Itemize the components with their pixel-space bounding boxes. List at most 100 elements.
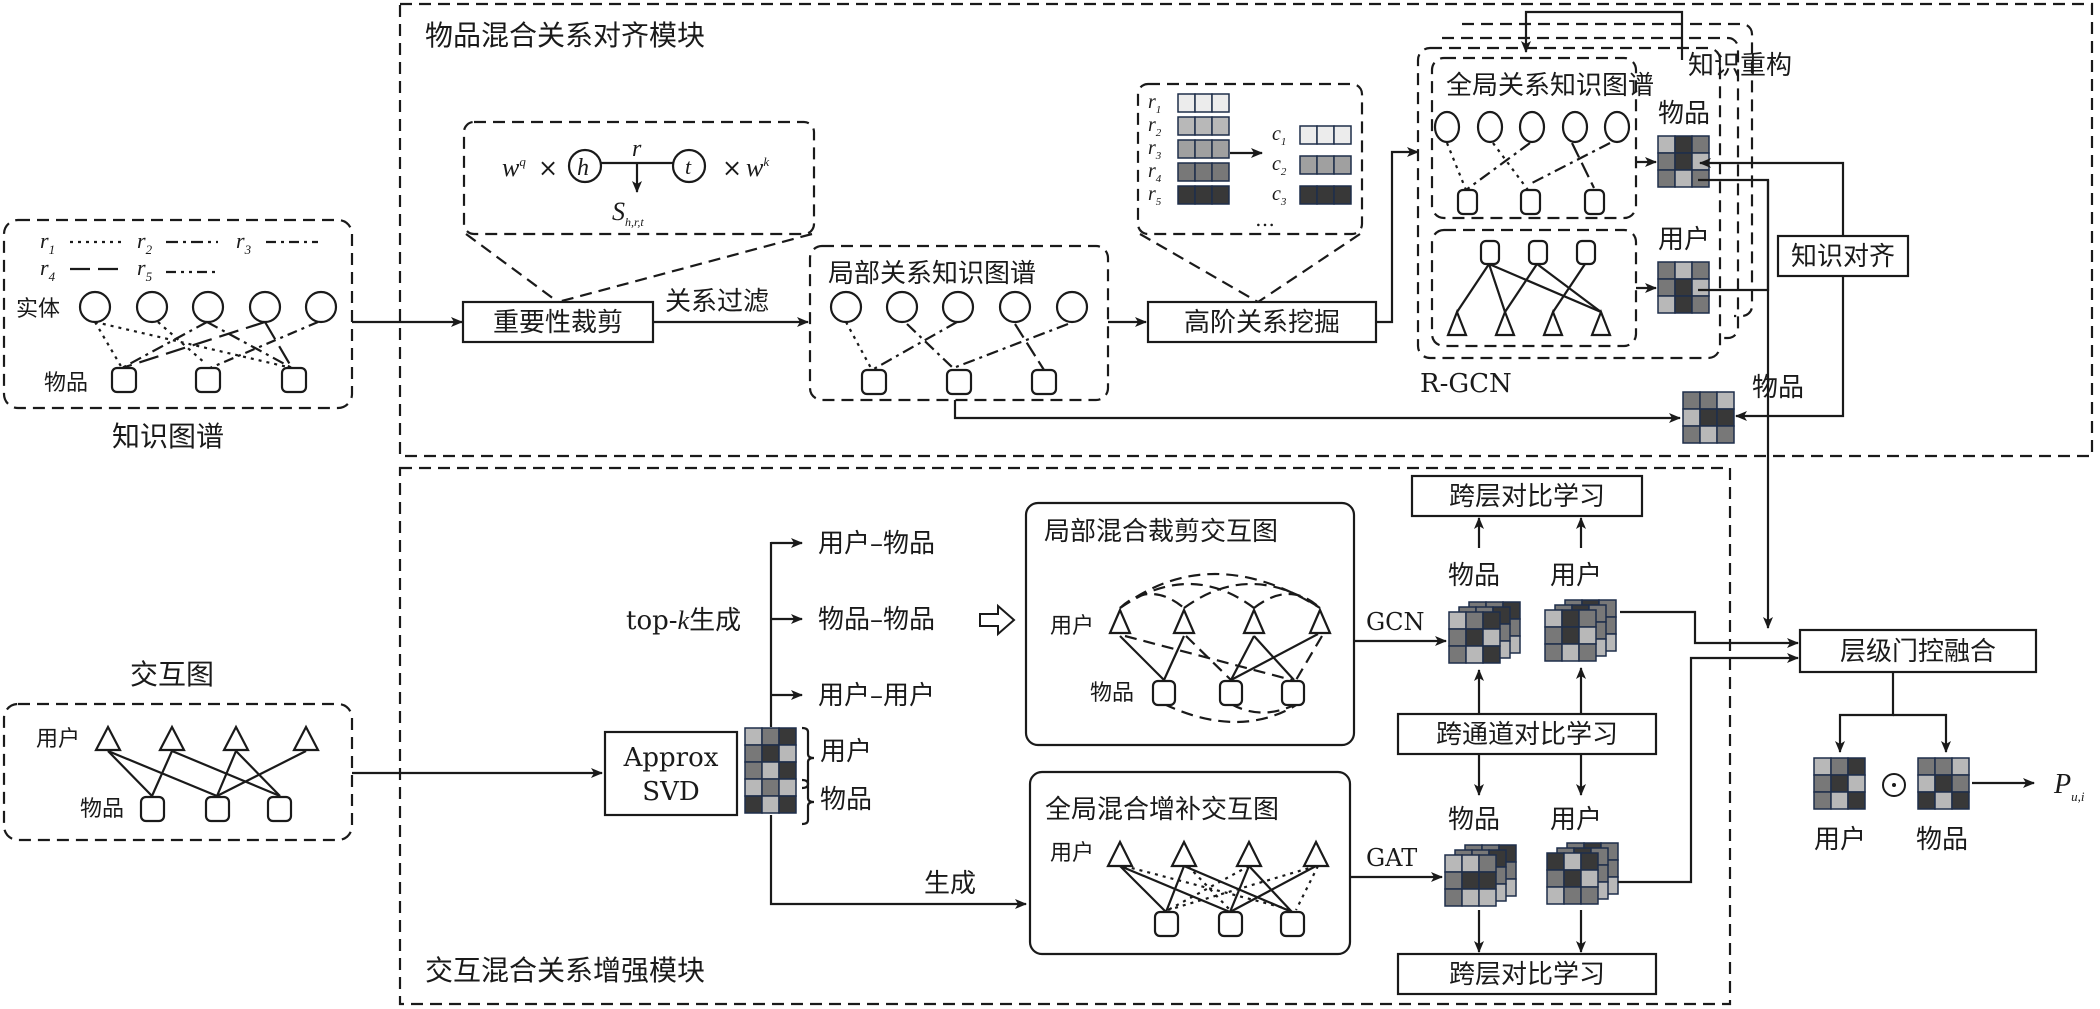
- cross-layer-bottom-label: 跨层对比学习: [1449, 960, 1605, 990]
- ui-edge: [107, 750, 153, 797]
- embedding-cell: [778, 761, 797, 780]
- head-node: [567, 148, 603, 184]
- global-kg-frame: [1430, 56, 1638, 220]
- ui-edge: [1295, 635, 1323, 681]
- generate-label: 生成: [924, 869, 976, 899]
- embedding-cell: [1917, 791, 1936, 810]
- align-to-kg-item-arrow: [1735, 276, 1845, 421]
- embedding-cell: [761, 727, 780, 746]
- item-node: [280, 366, 308, 394]
- ellipsis: …: [1255, 207, 1275, 231]
- ui-edge: [216, 750, 307, 797]
- embedding-cell: [1177, 139, 1196, 159]
- embedding-cell: [1194, 185, 1213, 205]
- entity-node: [941, 290, 975, 324]
- embedding-cell: [1578, 609, 1597, 628]
- embedding-cell: [1699, 391, 1718, 410]
- embedding-cell: [1699, 425, 1718, 444]
- kg-edge: [209, 320, 319, 370]
- embedding-cell: [744, 744, 763, 763]
- gcn-item-label: 物品: [1448, 561, 1500, 591]
- local-mixed-graph-title: 局部混合裁剪交互图: [1044, 517, 1278, 547]
- embedding-cell: [1316, 125, 1335, 145]
- embedding-cell: [1578, 626, 1597, 645]
- item-module-frame: [398, 2, 2094, 458]
- ui-edge: [1124, 634, 1293, 682]
- embedding-cell: [1299, 125, 1318, 145]
- user-node: [158, 724, 186, 752]
- embedding-cell: [1448, 628, 1467, 647]
- kg-edge: [157, 321, 207, 365]
- relation-embedding-label: r3: [1148, 137, 1162, 162]
- gat-item-label: 物品: [1448, 805, 1500, 835]
- embedding-cell: [1448, 611, 1467, 630]
- item-node: [1519, 188, 1542, 216]
- embedding-cell: [1830, 791, 1849, 810]
- item-node: [266, 795, 293, 823]
- kg-edge: [871, 321, 958, 371]
- embedding-cell: [1691, 261, 1710, 280]
- gat-label: GAT: [1366, 844, 1417, 872]
- ii-edge: [1230, 703, 1293, 714]
- ig-user-label: 用户: [36, 727, 80, 752]
- kg-edge: [264, 321, 293, 369]
- legend-r1: r1: [40, 228, 55, 257]
- kg-item-embedding: [1682, 391, 1735, 444]
- embedding-cell: [761, 795, 780, 814]
- gat-to-fusion-arrow: [1618, 653, 1799, 884]
- tail-node: [671, 148, 707, 184]
- kg-edge: [1529, 142, 1611, 185]
- embedding-cell: [1194, 93, 1213, 113]
- user-node: [94, 724, 122, 752]
- entity-node: [191, 290, 225, 324]
- gate-fusion-label: 层级门控融合: [1840, 637, 1996, 667]
- knowledge-graph-title: 知识图谱: [112, 420, 224, 453]
- embedding-cell: [1682, 408, 1701, 427]
- embedding-cell: [761, 778, 780, 797]
- local-kg-panel: 局部关系知识图谱: [808, 244, 1110, 402]
- pair-item-item-label: 物品–物品: [818, 605, 935, 635]
- kg-edge: [845, 321, 873, 371]
- pair-user-item-label: 用户–物品: [818, 529, 935, 559]
- embedding-cell: [1561, 626, 1580, 645]
- embedding-cell: [1691, 169, 1710, 188]
- item-node: [1151, 679, 1177, 707]
- user-node: [1494, 308, 1516, 337]
- user-node: [1308, 607, 1332, 635]
- item-node: [110, 366, 138, 394]
- entity-node: [1518, 110, 1546, 144]
- ui-edge: [1164, 865, 1186, 913]
- cluster-embedding-label: c2: [1272, 153, 1287, 178]
- embedding-cell: [1657, 278, 1676, 297]
- hadamard-product-icon: [1882, 773, 1906, 797]
- embedding-cell: [1674, 278, 1693, 297]
- legend-r5: r5: [137, 255, 153, 284]
- kg-edge: [206, 321, 293, 369]
- approx-svd-box: [603, 730, 739, 817]
- entity-node: [829, 290, 863, 324]
- ui-edge: [1119, 635, 1165, 681]
- ig-item-label: 物品: [80, 797, 124, 822]
- global-kg-title: 全局关系知识图谱: [1446, 71, 1654, 101]
- embedding-cell: [1444, 871, 1463, 890]
- rgcn-label: R-GCN: [1420, 369, 1512, 399]
- embedding-cell: [1917, 757, 1936, 776]
- ui-edge: [1230, 633, 1319, 681]
- embedding-cell: [1561, 609, 1580, 628]
- embedding-cell: [1546, 869, 1565, 888]
- high-order-mining-label: 高阶关系挖掘: [1184, 308, 1340, 338]
- embedding-cell: [1448, 645, 1467, 664]
- item-brace: [801, 778, 815, 826]
- embedding-cell: [1580, 886, 1599, 905]
- approx-svd-label-line2: SVD: [642, 777, 699, 807]
- final-item-embedding: [1917, 757, 1970, 810]
- embedding-cell: [1682, 425, 1701, 444]
- kg-edge: [121, 320, 266, 370]
- entity-node: [998, 290, 1032, 324]
- user-node: [1302, 839, 1330, 868]
- svd-item-label: 物品: [820, 785, 872, 815]
- legend-r4: r4: [40, 255, 56, 284]
- kg-edge: [906, 323, 954, 369]
